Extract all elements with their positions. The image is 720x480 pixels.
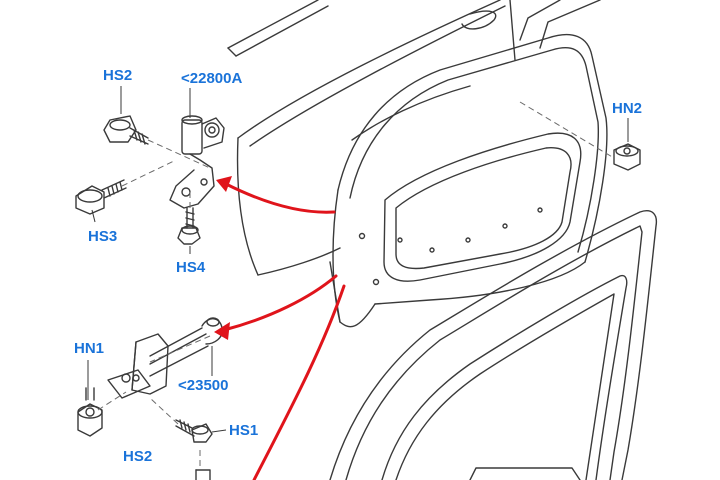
label-hn1: HN1 [74, 340, 104, 357]
nut-hn1-icon [77, 387, 103, 437]
red-arrowheads [214, 176, 232, 340]
label-hs2-top: HS2 [103, 67, 132, 84]
door-inner-frame [329, 0, 608, 328]
arrow-to-lower-hinge [252, 284, 346, 480]
bolt-hs3-icon [75, 179, 127, 215]
bolt-hs2-bottom-icon [195, 469, 211, 480]
nut-hn2-icon [613, 143, 641, 171]
door-check-strap [107, 317, 223, 399]
door-weatherstrip-seal [329, 210, 658, 480]
label-hs3: HS3 [88, 228, 117, 245]
label-part-22800a: <22800A [181, 70, 242, 87]
leader-lines [87, 86, 629, 433]
bolt-hs4-icon [177, 207, 201, 245]
label-hn2: HN2 [612, 100, 642, 117]
bolt-hs2-top-icon [103, 115, 149, 145]
arrow-to-door-check [222, 274, 338, 332]
arrow-to-upper-hinge [224, 182, 336, 214]
label-hs4: HS4 [176, 259, 206, 276]
bolt-hs1-icon [175, 419, 213, 443]
label-hs2-bottom: HS2 [123, 448, 152, 465]
window-seal-strip [227, 0, 329, 57]
door-outer-panel [236, 0, 516, 276]
red-pointer-arrows [222, 182, 346, 480]
label-part-23500: <23500 [178, 377, 228, 394]
alignment-lines [97, 101, 615, 466]
label-hs1: HS1 [229, 422, 258, 439]
upper-door-hinge [169, 115, 225, 209]
